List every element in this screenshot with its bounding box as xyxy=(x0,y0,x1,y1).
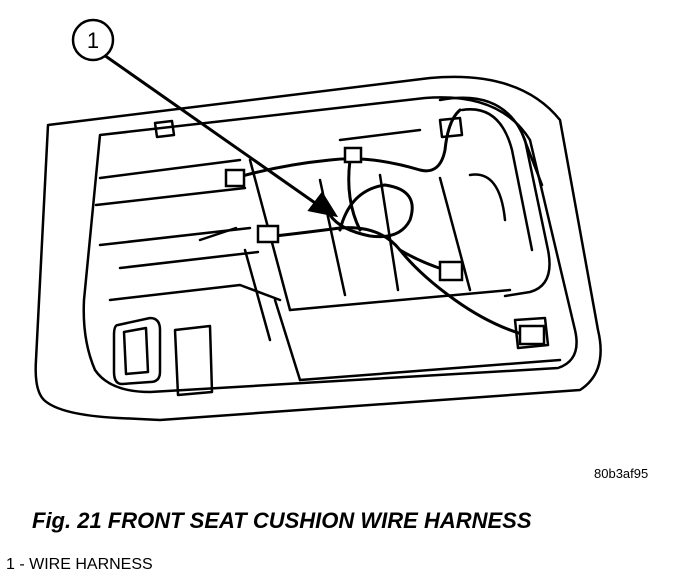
legend-item: 1 - WIRE HARNESS xyxy=(6,556,153,573)
callout-leader xyxy=(103,53,339,218)
seat-cushion-illustration: 1 xyxy=(34,18,602,422)
seat-frame-inner xyxy=(82,96,578,394)
figure-caption: Fig. 21 FRONT SEAT CUSHION WIRE HARNESS xyxy=(32,508,532,533)
left-pocket xyxy=(112,316,162,386)
wire-harness xyxy=(233,108,527,337)
seat-frame-outer xyxy=(34,75,602,422)
connector-5 xyxy=(518,324,546,346)
connector-4 xyxy=(438,260,464,282)
callout-number: 1 xyxy=(87,28,99,53)
connector-3 xyxy=(343,146,363,164)
figure-reference-code: 80b3af95 xyxy=(594,466,649,481)
callout-circle xyxy=(71,18,115,62)
connector-1 xyxy=(224,168,246,188)
connector-2 xyxy=(256,224,280,244)
